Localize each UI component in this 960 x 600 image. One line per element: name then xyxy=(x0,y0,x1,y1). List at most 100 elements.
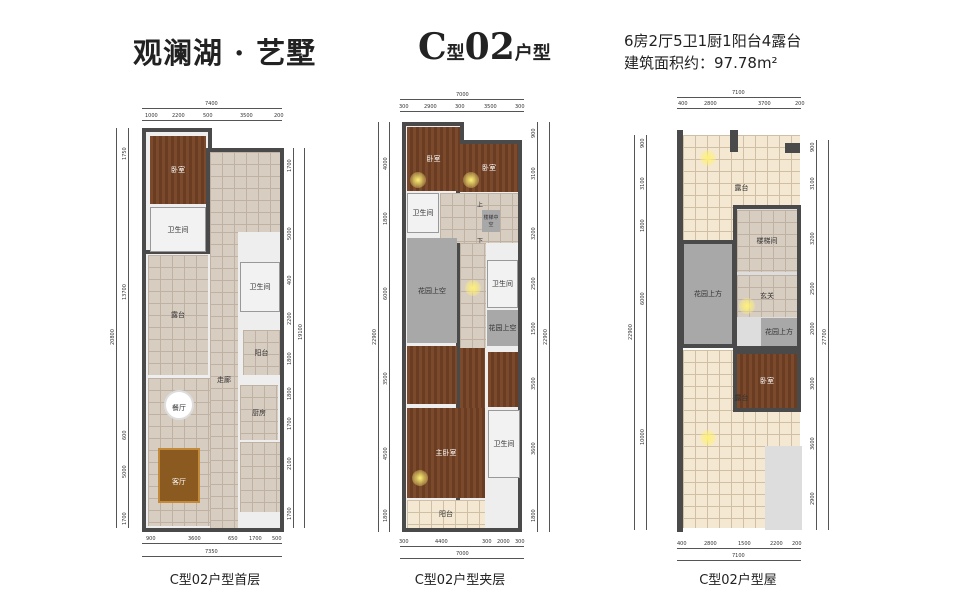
dim: 3500 xyxy=(531,377,537,390)
room-garden-void: 花园上方 xyxy=(680,240,736,348)
dim: 300 xyxy=(399,104,409,110)
dim: 7400 xyxy=(205,101,218,107)
plan-caption: C型02户型夹层 xyxy=(414,573,506,588)
room-closet xyxy=(488,352,518,407)
dim: 500 xyxy=(203,113,213,119)
dim: 20800 xyxy=(110,329,116,345)
dim: 2800 xyxy=(704,541,717,547)
dim: 1800 xyxy=(640,219,646,232)
dim: 900 xyxy=(810,142,816,152)
dim: 2200 xyxy=(770,541,783,547)
room-label: 露台 xyxy=(734,183,749,192)
plan-caption: C型02户型屋 xyxy=(699,573,777,588)
dim: 6000 xyxy=(640,292,646,305)
dim: 1700 xyxy=(287,159,293,172)
room-label: 卧室 xyxy=(482,164,496,172)
room-stair-void: 楼梯中空 xyxy=(482,210,500,232)
dim: 5000 xyxy=(122,465,128,478)
room-label: 卧室 xyxy=(171,166,185,174)
dim: 22900 xyxy=(628,324,634,340)
stair-down-label: 下 xyxy=(477,238,484,245)
room-label: 卫生间 xyxy=(249,283,271,291)
dim: 3100 xyxy=(531,167,537,180)
dim: 3600 xyxy=(188,536,201,542)
dim: 1800 xyxy=(383,212,389,225)
room-garden-void: 花园上空 xyxy=(407,238,457,343)
dim: 900 xyxy=(146,536,156,542)
room-bedroom: 卧室 xyxy=(150,136,206,204)
dim: 2800 xyxy=(704,101,717,107)
room-label: 卫生间 xyxy=(493,440,515,448)
dim: 1800 xyxy=(383,509,389,522)
floor-area: 建筑面积约：97.78m² xyxy=(624,54,778,72)
room-label: 卧室 xyxy=(426,155,441,163)
room-label: 花园上空 xyxy=(488,324,517,332)
room-label: 卫生间 xyxy=(167,225,189,234)
room-label: 楼梯间 xyxy=(756,237,778,245)
room-label: 走廊 xyxy=(217,376,231,384)
dim: 2900 xyxy=(424,104,437,110)
dim: 2100 xyxy=(287,457,293,470)
project-title: 观澜湖 · 艺墅 xyxy=(133,36,317,70)
stairwell xyxy=(440,193,518,243)
dim: 1700 xyxy=(287,507,293,520)
dim: 1500 xyxy=(531,322,537,335)
room-garden-void: 花园上方 xyxy=(761,318,797,346)
dim: 300 xyxy=(515,104,525,110)
room-label: 楼梯中空 xyxy=(483,215,499,228)
dim: 4400 xyxy=(435,539,448,545)
room-label: 花园上方 xyxy=(765,328,793,336)
dim: 1750 xyxy=(122,147,128,160)
dim: 400 xyxy=(287,275,293,285)
dim: 200 xyxy=(795,101,805,107)
type-letter: C xyxy=(418,26,447,68)
dim: 2900 xyxy=(810,492,816,505)
room-bedroom: 卧室 xyxy=(733,350,801,412)
dim: 3100 xyxy=(810,177,816,190)
dim: 7100 xyxy=(732,90,745,96)
dim: 19100 xyxy=(298,324,304,340)
stair-up-label: 上 xyxy=(477,202,484,209)
room-label: 阳台 xyxy=(254,348,269,357)
dim: 3700 xyxy=(758,101,771,107)
room-label: 花园上空 xyxy=(418,286,446,295)
room-label: 花园上方 xyxy=(694,290,722,298)
dim: 300 xyxy=(515,539,525,545)
room-bathroom: 卫生间 xyxy=(487,260,518,308)
dim: 2000 xyxy=(497,539,510,545)
dim: 7000 xyxy=(456,551,469,557)
room-label: 阳台 xyxy=(439,510,453,518)
dim: 500 xyxy=(272,536,282,542)
room-label: 玄关 xyxy=(760,292,774,300)
type-huxing: 户型 xyxy=(514,43,551,64)
room-study xyxy=(407,346,457,404)
dim: 3000 xyxy=(810,377,816,390)
dim: 2200 xyxy=(172,113,185,119)
room-terrace: 露台 xyxy=(148,255,208,375)
room-bathroom: 卫生间 xyxy=(150,207,206,252)
dim: 900 xyxy=(531,128,537,138)
dim: 200 xyxy=(274,113,284,119)
dim: 3600 xyxy=(810,437,816,450)
dim: 5000 xyxy=(287,227,293,240)
dim: 22900 xyxy=(372,329,378,345)
dim: 1700 xyxy=(249,536,262,542)
layout-summary: 6房2厅5卫1厨1阳台4露台 xyxy=(624,32,802,50)
dim: 4500 xyxy=(383,447,389,460)
dim: 400 xyxy=(678,101,688,107)
dim: 2500 xyxy=(531,277,537,290)
room-hall xyxy=(210,152,280,232)
room-label: 餐厅 xyxy=(172,404,186,412)
dim: 3200 xyxy=(810,232,816,245)
dim: 27700 xyxy=(822,329,828,345)
dim: 3200 xyxy=(531,227,537,240)
room-bathroom: 卫生间 xyxy=(488,410,520,478)
dim: 3100 xyxy=(640,177,646,190)
dim: 3500 xyxy=(484,104,497,110)
dim: 300 xyxy=(399,539,409,545)
dim: 1000 xyxy=(145,113,158,119)
room-label: 露台 xyxy=(171,311,185,319)
dim: 2500 xyxy=(810,282,816,295)
room-garden-void: 花园上空 xyxy=(487,310,518,346)
room-balcony: 阳台 xyxy=(407,500,485,528)
